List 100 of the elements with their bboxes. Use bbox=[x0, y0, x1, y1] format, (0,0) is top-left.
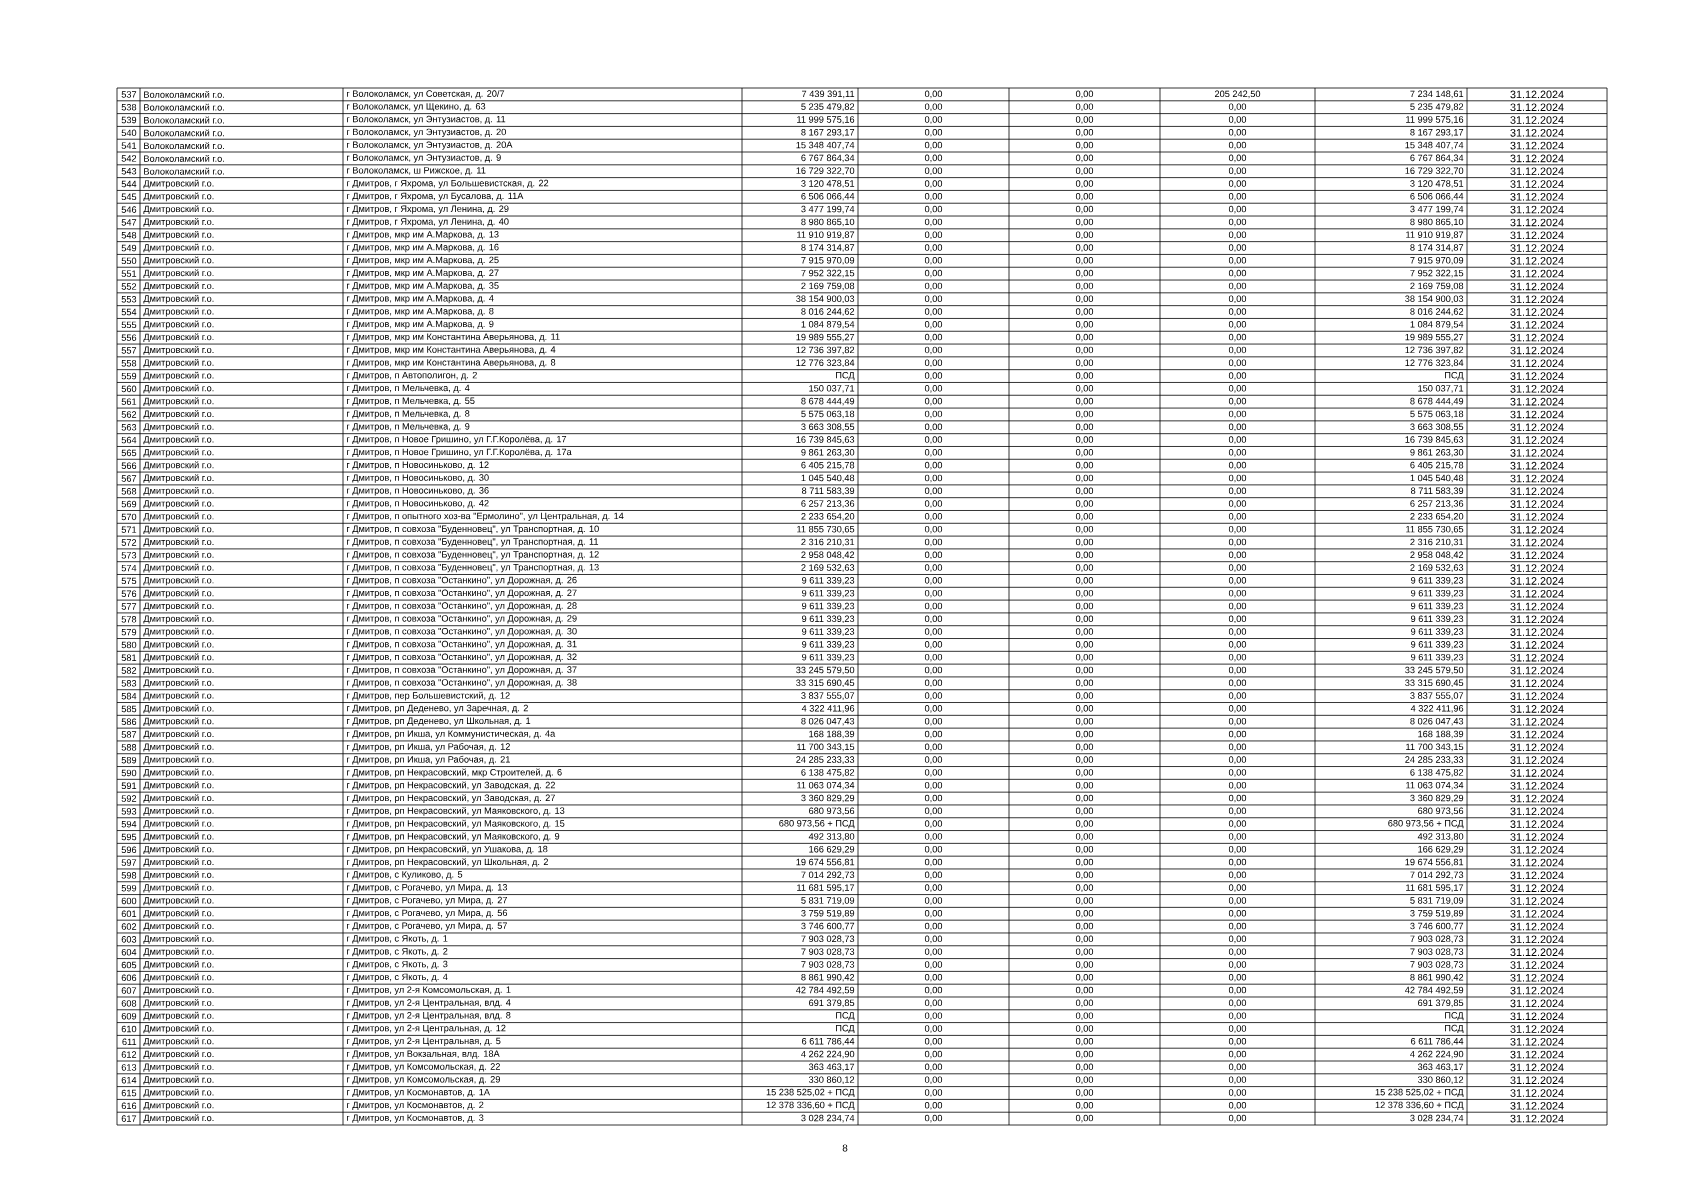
table-cell: г Дмитров, рп Деденево, ул Заречная, д. 2 bbox=[347, 704, 528, 714]
table-cell: г Волоколамск, ул Энтузиастов, д. 11 bbox=[347, 115, 506, 125]
table-cell: 0,00 bbox=[924, 436, 943, 444]
table-cell: г Дмитров, ул 2-я Центральная, влд. 8 bbox=[347, 1012, 511, 1021]
table-cell: 8 711 583,39 bbox=[1411, 487, 1464, 496]
table-cell: 0,00 bbox=[1075, 513, 1094, 521]
table-cell: 0,00 bbox=[1075, 359, 1094, 368]
table-cell: 0,00 bbox=[1228, 551, 1247, 560]
table-cell: 538 bbox=[121, 103, 137, 111]
table-cell: 7 915 970,09 bbox=[801, 257, 855, 265]
table-cell: 3 120 478,51 bbox=[1410, 180, 1464, 188]
table-cell: 548 bbox=[121, 231, 137, 239]
table-cell: 0,00 bbox=[924, 103, 943, 111]
table-cell: Дмитровский г.о. bbox=[143, 807, 214, 816]
table-cell: Волоколамский г.о. bbox=[144, 167, 224, 175]
table-cell: 0,00 bbox=[1075, 372, 1094, 380]
table-cell: 607 bbox=[121, 987, 137, 994]
table-cell: Дмитровский г.о. bbox=[143, 1063, 214, 1072]
table-cell: Дмитровский г.о. bbox=[143, 256, 214, 266]
table-cell: 0,00 bbox=[1075, 500, 1094, 508]
table-cell: 0,00 bbox=[1075, 807, 1094, 816]
table-cell: 0,00 bbox=[1075, 449, 1094, 457]
table-cell: г Дмитров, п Мельчевка, д. 9 bbox=[347, 423, 470, 432]
table-cell: 0,00 bbox=[1228, 167, 1247, 175]
table-cell: 0,00 bbox=[1228, 180, 1247, 188]
table-cell: 612 bbox=[121, 1051, 137, 1058]
table-cell: 31.12.2024 bbox=[1510, 116, 1564, 124]
table-cell: 0,00 bbox=[924, 372, 943, 380]
table-cell: г Дмитров, п Новое Гришино, ул Г.Г.Королёва, д. 17 bbox=[347, 435, 567, 445]
table-cell: 0,00 bbox=[924, 282, 943, 291]
table-cell: Дмитровский г.о. bbox=[143, 346, 214, 355]
table-cell: Дмитровский г.о. bbox=[143, 717, 214, 727]
table-cell: 31.12.2024 bbox=[1510, 641, 1564, 649]
table-cell: 6 257 213,36 bbox=[1410, 500, 1464, 508]
table-cell: г Дмитров, п Мельчевка, д. 4 bbox=[347, 384, 470, 393]
table-cell: 0,00 bbox=[924, 666, 943, 675]
table-cell: 16 729 322,70 bbox=[796, 167, 855, 175]
table-cell: 0,00 bbox=[1228, 308, 1247, 316]
table-cell: Дмитровский г.о. bbox=[143, 730, 214, 739]
table-cell: 558 bbox=[121, 360, 137, 367]
table-cell: Дмитровский г.о. bbox=[143, 179, 214, 189]
table-cell: Дмитровский г.о. bbox=[143, 678, 214, 688]
table-cell: г Дмитров, с Рогачево, ул Мира, д. 13 bbox=[347, 884, 508, 893]
table-cell: 11 855 730,65 bbox=[797, 525, 855, 534]
table-cell: 7 439 391,11 bbox=[802, 90, 855, 99]
table-cell: 0,00 bbox=[924, 538, 943, 547]
table-cell: г Дмитров, ул Космонавтов, д. 1А bbox=[347, 1088, 490, 1098]
table-cell: 0,00 bbox=[924, 974, 943, 982]
table-cell: 0,00 bbox=[1228, 858, 1247, 867]
table-cell: ПСД bbox=[1445, 371, 1464, 381]
table-cell: ПСД bbox=[1445, 1024, 1464, 1034]
table-cell: 549 bbox=[121, 244, 137, 252]
table-cell: 0,00 bbox=[1228, 1063, 1247, 1072]
table-cell: 9 861 263,30 bbox=[1410, 449, 1464, 457]
table-cell: 31.12.2024 bbox=[1510, 410, 1564, 419]
table-cell: 0,00 bbox=[924, 423, 943, 432]
table-cell: 547 bbox=[121, 219, 137, 226]
table-cell: 0,00 bbox=[924, 769, 943, 777]
table-cell: 2 233 654,20 bbox=[1410, 513, 1464, 521]
table-cell: 0,00 bbox=[1228, 487, 1247, 496]
table-cell: 31.12.2024 bbox=[1510, 167, 1564, 176]
table-cell: 363 463,17 bbox=[808, 1063, 855, 1072]
table-cell: 6 138 475,82 bbox=[801, 769, 855, 777]
table-cell: Дмитровский г.о. bbox=[143, 947, 214, 957]
table-cell: 608 bbox=[121, 1000, 137, 1007]
table-cell: 3 477 199,74 bbox=[801, 205, 855, 214]
table-cell: 31.12.2024 bbox=[1510, 589, 1564, 598]
table-cell: 0,00 bbox=[1075, 385, 1094, 393]
table-cell: 609 bbox=[121, 1012, 137, 1020]
table-cell: 0,00 bbox=[924, 884, 943, 892]
table-cell: 7 903 028,73 bbox=[801, 948, 855, 956]
table-cell: 7 014 292,73 bbox=[1410, 871, 1464, 880]
table-cell: 583 bbox=[121, 680, 137, 687]
table-cell: Дмитровский г.о. bbox=[143, 422, 214, 432]
table-cell: 0,00 bbox=[1075, 1025, 1094, 1033]
table-cell: 5 831 719,09 bbox=[801, 897, 855, 905]
table-cell: 8 980 865,10 bbox=[801, 218, 855, 227]
table-cell: 616 bbox=[121, 1102, 137, 1110]
table-cell: Дмитровский г.о. bbox=[143, 448, 214, 458]
table-cell: Дмитровский г.о. bbox=[143, 858, 214, 867]
table-cell: 691 379,85 bbox=[1418, 999, 1464, 1008]
table-cell: г Дмитров, мкр им А.Маркова, д. 27 bbox=[347, 269, 499, 278]
table-cell: г Дмитров, мкр им Константина Аверьянова, д. 11 bbox=[347, 333, 560, 342]
table-cell: 7 903 028,73 bbox=[1410, 948, 1464, 956]
table-cell: 31.12.2024 bbox=[1510, 615, 1564, 624]
table-cell: ПСД bbox=[836, 1012, 855, 1021]
table-cell: 611 bbox=[122, 1038, 137, 1046]
table-cell: г Дмитров, с Рогачево, ул Мира, д. 27 bbox=[347, 896, 507, 906]
table-cell: 1 045 540,48 bbox=[1410, 474, 1464, 483]
table-cell: 0,00 bbox=[1075, 564, 1094, 572]
table-cell: г Дмитров, рп Некрасовский, ул Школьная, д. 2 bbox=[347, 858, 548, 867]
table-cell: г Дмитров, п опытного хоз-ва "Ермолино", ул Центральная, д. 14 bbox=[347, 512, 624, 521]
table-cell: 6 767 864,34 bbox=[801, 154, 855, 163]
table-cell: 31.12.2024 bbox=[1510, 154, 1564, 163]
table-cell: 0,00 bbox=[1075, 730, 1094, 739]
table-cell: Дмитровский г.о. bbox=[143, 384, 214, 394]
table-cell: 591 bbox=[121, 782, 137, 789]
table-cell: 0,00 bbox=[1228, 974, 1247, 982]
table-cell: 0,00 bbox=[1075, 90, 1094, 99]
table-cell: 0,00 bbox=[1228, 461, 1247, 470]
